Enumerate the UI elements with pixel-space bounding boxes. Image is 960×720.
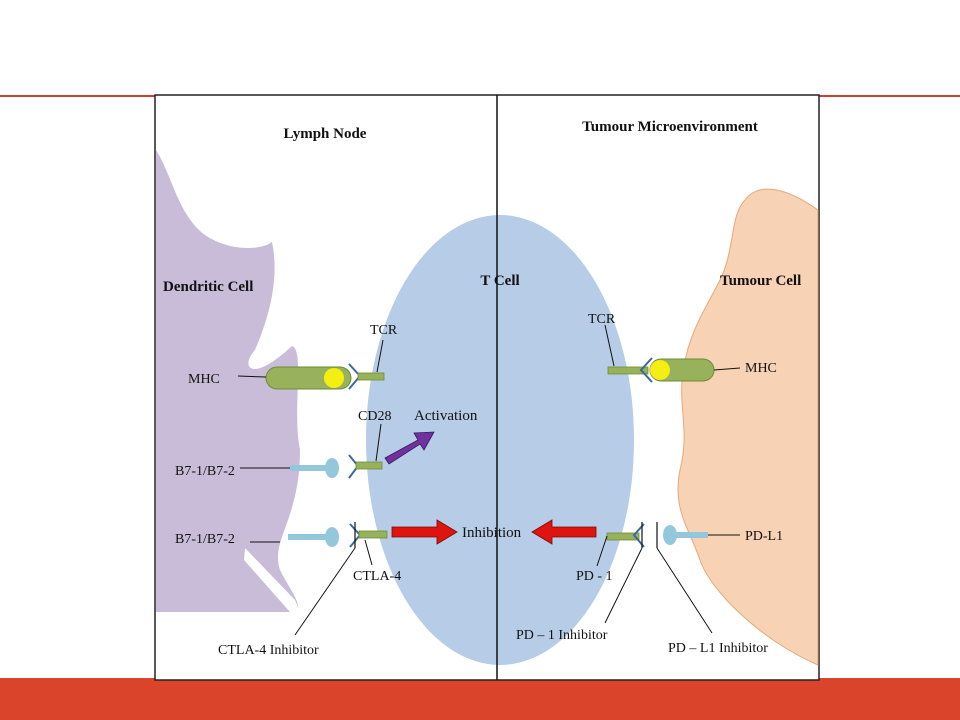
pd1-label: PD - 1: [576, 569, 613, 584]
b7-bottom-stem: [288, 534, 330, 540]
ctla4-label: CTLA-4: [353, 569, 401, 584]
mhc-right-leader: [713, 367, 741, 371]
mhc-left-leader: [237, 375, 267, 378]
tcr-right-leader: [604, 324, 615, 367]
tumour-cell-shape: [677, 188, 819, 666]
inhibition-label: Inhibition: [462, 525, 522, 541]
ctla4-inhibitor-label: CTLA-4 Inhibitor: [218, 643, 319, 658]
b7-top-stem: [290, 465, 330, 471]
pd1-cup: [632, 523, 645, 548]
mhc-left-label: MHC: [188, 372, 220, 387]
pdl1-label: PD-L1: [745, 529, 783, 544]
pd1-leader: [596, 535, 608, 567]
tumour-microenvironment-title: Tumour Microenvironment: [582, 119, 758, 135]
pdl1-stem: [670, 532, 708, 538]
dendritic-notch: [244, 548, 300, 612]
tcr-right-receptor: [607, 366, 649, 375]
activation-arrow: [384, 431, 435, 465]
pdl1-inhibitor-label: PD – L1 Inhibitor: [668, 641, 768, 656]
tcr-left-leader: [376, 339, 384, 373]
cd28-leader: [375, 423, 382, 462]
ctla4-receptor: [358, 530, 388, 539]
inhibition-arrow-left: [391, 519, 458, 545]
activation-label: Activation: [414, 408, 478, 424]
b7-top-label: B7-1/B7-2: [175, 464, 235, 479]
pd1-inhibitor-leader: [604, 547, 643, 624]
tcr-right-label: TCR: [588, 312, 616, 327]
tcr-left-label: TCR: [370, 323, 398, 338]
ctla4-inhibitor-leader: [294, 547, 356, 636]
footer-band: [0, 678, 960, 720]
mhc-right-label: MHC: [745, 361, 777, 376]
tumour-cell-label: Tumour Cell: [720, 273, 801, 289]
pd1-inhibitor-label: PD – 1 Inhibitor: [516, 628, 608, 643]
tcr-right-cup: [639, 357, 653, 383]
b7-top-head: [325, 458, 339, 478]
lymph-node-title: Lymph Node: [284, 126, 367, 142]
inhibition-arrow-right: [531, 519, 597, 545]
dendritic-cell-label: Dendritic Cell: [163, 279, 253, 295]
t-cell-shape: [366, 215, 634, 665]
b7-bottom-label: B7-1/B7-2: [175, 532, 235, 547]
pdl1-inhibitor-leader: [656, 547, 713, 634]
antigen-right: [650, 360, 670, 380]
t-cell-label: T Cell: [480, 273, 519, 289]
ctla4-leader: [364, 539, 373, 566]
dendritic-cell-shape: [156, 150, 300, 612]
b7-bottom-head: [325, 527, 339, 547]
cd28-receptor: [355, 461, 383, 470]
cd28-label: CD28: [358, 409, 391, 424]
antigen-left: [324, 368, 344, 388]
tcr-left-receptor: [357, 372, 385, 381]
